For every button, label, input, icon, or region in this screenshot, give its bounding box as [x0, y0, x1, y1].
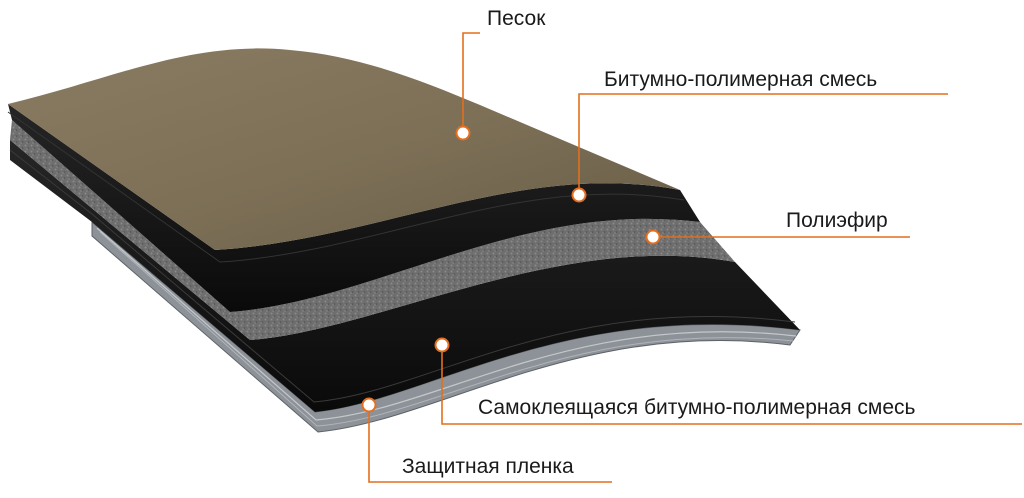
label-polyester: Полиэфир [786, 209, 888, 232]
label-sand: Песок [487, 7, 546, 30]
marker-dot-polyester [645, 229, 661, 245]
leader-line-film [368, 405, 612, 483]
leader-lines [368, 32, 1022, 483]
sand-layer [8, 48, 680, 251]
marker-dot-sand [455, 125, 471, 141]
marker-dot-bitumen [571, 187, 587, 203]
self-adhesive-bitumen-layer [10, 140, 800, 412]
label-protective-film: Защитная пленка [402, 455, 574, 478]
bitumen-polymer-layer [8, 104, 700, 312]
polyester-layer [10, 120, 735, 340]
leader-line-self-adhesive [441, 345, 1022, 425]
leader-line-sand [462, 32, 480, 133]
label-self-adhesive-mix: Самоклеящаяся битумно-полимерная смесь [478, 396, 916, 419]
marker-dot-self-adhesive [434, 337, 450, 353]
leader-line-bitumen [578, 93, 948, 195]
marker-dot-film [361, 397, 377, 413]
marker-dots [361, 125, 661, 413]
label-bitumen-polymer-mix: Битумно-полимерная смесь [604, 68, 878, 91]
